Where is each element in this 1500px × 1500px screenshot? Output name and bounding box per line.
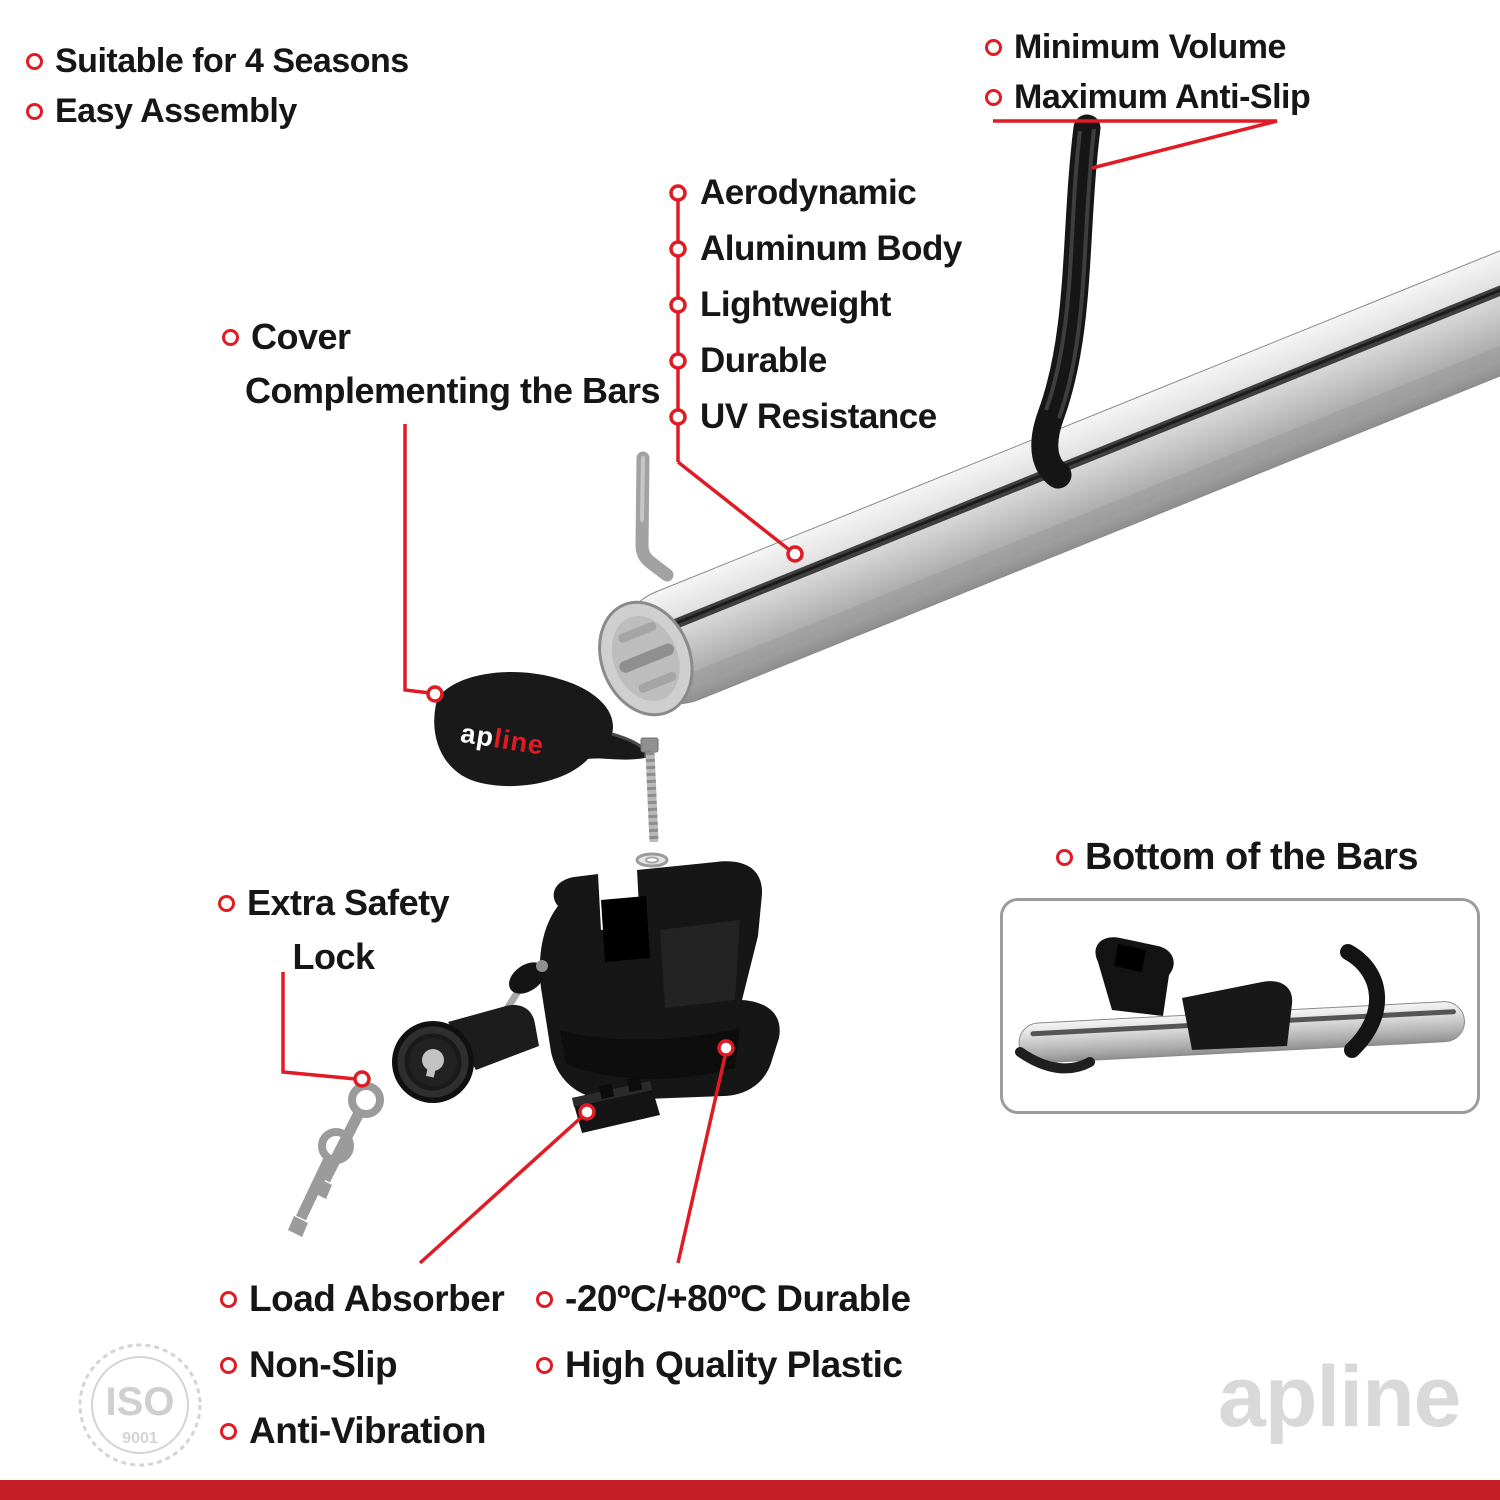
footer-bar: [0, 1480, 1500, 1500]
feature-text: Maximum Anti-Slip: [1014, 78, 1311, 116]
feature-text: Lightweight: [700, 285, 891, 324]
cover-label: Cover Complementing the Bars: [222, 310, 661, 418]
feature-text: Easy Assembly: [55, 92, 297, 130]
list-item: High Quality Plastic: [536, 1332, 911, 1398]
feature-text: -20ºC/+80ºC Durable: [565, 1278, 911, 1319]
bullet-icon: [220, 1422, 237, 1440]
list-item: Load Absorber: [220, 1266, 505, 1332]
bullet-icon: [222, 328, 239, 346]
bullet-icon: [536, 1356, 553, 1374]
list-item: Aerodynamic: [700, 165, 962, 221]
top-left-feature-list: Suitable for 4 Seasons Easy Assembly: [26, 36, 409, 136]
features-callout-line: [669, 184, 804, 563]
list-item: -20ºC/+80ºC Durable: [536, 1266, 911, 1332]
safety-lock-label: Extra Safety Lock: [218, 876, 450, 984]
bar-end-cap-graphic: [598, 600, 694, 717]
keys-graphic: [288, 1082, 384, 1237]
allen-key-graphic: [635, 451, 674, 582]
bottom-bars-label: Bottom of the Bars: [1056, 832, 1419, 882]
washer-graphic: [635, 852, 669, 868]
label-text: Bottom of the Bars: [1085, 836, 1419, 878]
foot-callout-line: [676, 1039, 735, 1264]
feature-text: Aerodynamic: [700, 173, 917, 212]
feature-text: Suitable for 4 Seasons: [55, 42, 409, 80]
list-item: Durable: [700, 333, 962, 389]
label-line: Cover: [222, 310, 660, 364]
bullet-icon: [218, 894, 235, 912]
list-item: Aluminum Body: [700, 221, 962, 277]
feature-text: Aluminum Body: [700, 229, 962, 268]
list-item: UV Resistance: [700, 389, 962, 445]
feature-text: Durable: [700, 341, 827, 380]
top-right-feature-list: Minimum Volume Maximum Anti-Slip: [985, 22, 1311, 122]
antislip-callout-line: [993, 119, 1278, 170]
list-item: Anti-Vibration: [220, 1398, 504, 1464]
pad-callout-line: [418, 1103, 596, 1265]
label-text: Cover: [251, 316, 351, 357]
feature-text: Non-Slip: [249, 1344, 398, 1385]
foot-clamp-graphic: [539, 861, 780, 1101]
bullet-icon: [26, 52, 43, 70]
iso-stamp-watermark: ISO 9001: [78, 1343, 202, 1467]
bottom-left-feature-list: Load Absorber Non-Slip Anti-Vibration: [220, 1266, 505, 1464]
lock-graphic: [392, 960, 548, 1103]
bullet-icon: [985, 38, 1002, 56]
list-item: Minimum Volume: [985, 22, 1310, 72]
bullet-icon: [536, 1290, 553, 1308]
feature-text: Load Absorber: [249, 1278, 505, 1319]
bullet-icon: [1056, 848, 1073, 866]
label-line: Extra Safety: [218, 876, 450, 930]
label-text: Extra Safety: [247, 882, 450, 923]
cover-callout-line: [403, 424, 444, 703]
load-absorber-pad-graphic: [572, 1076, 660, 1133]
bottom-mid-feature-list: -20ºC/+80ºC Durable High Quality Plastic: [536, 1266, 911, 1398]
iso-number-text: 9001: [122, 1430, 158, 1447]
rubber-strip-graphic: [1031, 114, 1101, 489]
brand-watermark: apline: [1218, 1349, 1462, 1445]
bullet-icon: [220, 1290, 237, 1308]
callout-lines: [281, 119, 1278, 1265]
label-text: Complementing the Bars: [245, 370, 661, 411]
label-line: Complementing the Bars: [245, 364, 661, 418]
bullet-icon: [26, 102, 43, 120]
lock-callout-line: [281, 972, 371, 1088]
feature-text: UV Resistance: [700, 397, 937, 436]
list-item: Lightweight: [700, 277, 962, 333]
bolt-graphic: [640, 737, 659, 843]
panel-bar-graphic: [1015, 937, 1465, 1074]
feature-text: Minimum Volume: [1014, 28, 1286, 66]
bar-feature-list: Aerodynamic Aluminum Body Lightweight Du…: [700, 165, 962, 445]
list-item: Suitable for 4 Seasons: [26, 36, 409, 86]
label-text: Lock: [292, 936, 376, 977]
list-item: Non-Slip: [220, 1332, 504, 1398]
cross-bar-graphic: [598, 241, 1500, 717]
list-item: Easy Assembly: [26, 86, 409, 136]
label-line: Bottom of the Bars: [1056, 832, 1419, 882]
cover-graphic: apline: [434, 672, 648, 787]
iso-text: ISO: [106, 1380, 175, 1424]
list-item: Maximum Anti-Slip: [985, 72, 1311, 122]
feature-text: Anti-Vibration: [249, 1410, 486, 1451]
feature-text: High Quality Plastic: [565, 1344, 903, 1385]
bullet-icon: [985, 88, 1002, 106]
bullet-icon: [220, 1356, 237, 1374]
